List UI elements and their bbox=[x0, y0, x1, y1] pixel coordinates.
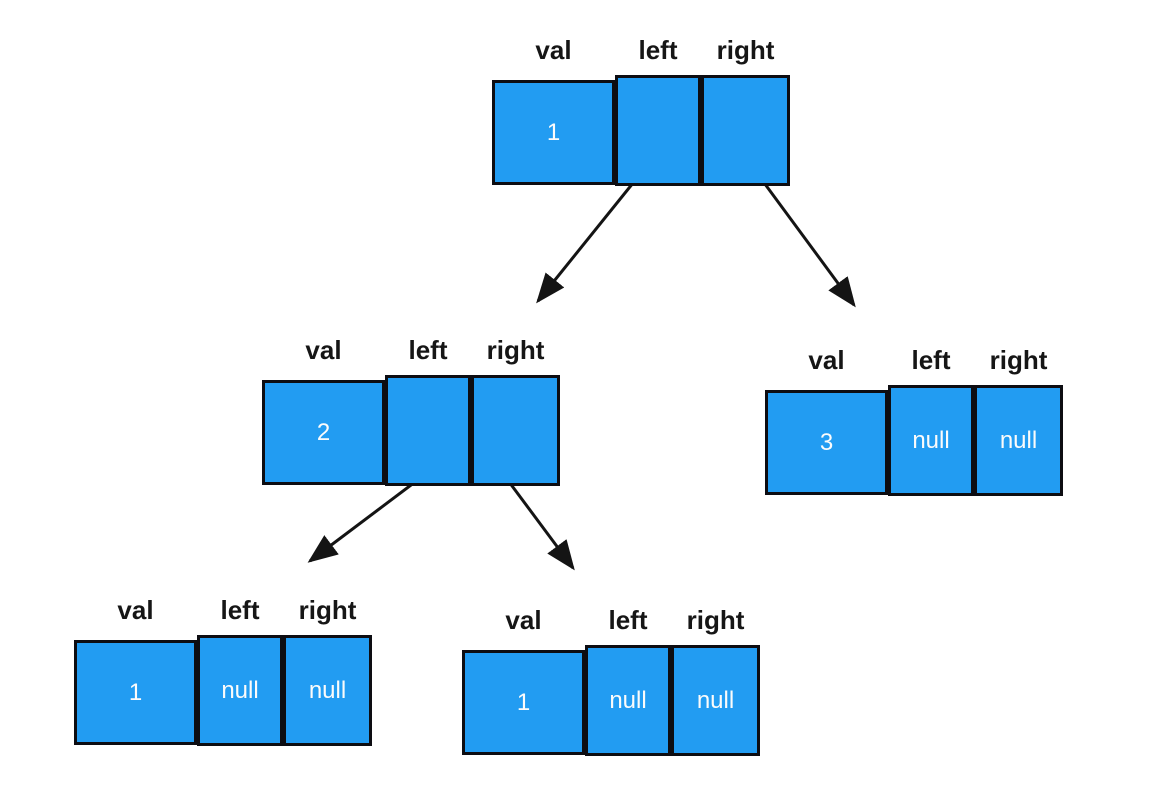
arrow-left-child-left bbox=[307, 471, 428, 563]
left-label: left bbox=[608, 605, 648, 635]
left-cell bbox=[385, 375, 471, 486]
left-cell: null bbox=[585, 645, 671, 756]
tree-node-leaf-a: val left right 1 null null bbox=[74, 596, 372, 746]
val-cell: 1 bbox=[492, 80, 615, 185]
right-cell bbox=[701, 75, 790, 186]
val-label: val bbox=[305, 335, 342, 365]
right-cell bbox=[471, 375, 560, 486]
field-labels-row: val left right bbox=[492, 36, 790, 64]
left-cell bbox=[615, 75, 701, 186]
val-cell: 1 bbox=[462, 650, 585, 755]
field-labels-row: val left right bbox=[74, 596, 372, 624]
right-label: right bbox=[716, 35, 775, 65]
val-cell: 3 bbox=[765, 390, 888, 495]
left-label: left bbox=[911, 345, 951, 375]
field-labels-row: val left right bbox=[462, 606, 760, 634]
left-label: left bbox=[408, 335, 448, 365]
left-cell: null bbox=[197, 635, 283, 746]
field-labels-row: val left right bbox=[765, 346, 1063, 374]
record-boxes: 1 null null bbox=[74, 635, 372, 746]
tree-node-leaf-b: val left right 1 null null bbox=[462, 606, 760, 756]
val-label: val bbox=[808, 345, 845, 375]
record-boxes: 3 null null bbox=[765, 385, 1063, 496]
left-cell: null bbox=[888, 385, 974, 496]
left-label: left bbox=[220, 595, 260, 625]
tree-node-root: val left right 1 bbox=[492, 36, 790, 186]
right-cell: null bbox=[671, 645, 760, 756]
right-label: right bbox=[298, 595, 357, 625]
record-boxes: 1 bbox=[492, 75, 790, 186]
right-cell: null bbox=[974, 385, 1063, 496]
right-label: right bbox=[486, 335, 545, 365]
val-label: val bbox=[117, 595, 154, 625]
tree-node-left-child: val left right 2 bbox=[262, 336, 560, 486]
right-label: right bbox=[686, 605, 745, 635]
field-labels-row: val left right bbox=[262, 336, 560, 364]
record-boxes: 1 null null bbox=[462, 645, 760, 756]
val-label: val bbox=[535, 35, 572, 65]
val-label: val bbox=[505, 605, 542, 635]
val-cell: 2 bbox=[262, 380, 385, 485]
right-cell: null bbox=[283, 635, 372, 746]
val-cell: 1 bbox=[74, 640, 197, 745]
left-label: left bbox=[638, 35, 678, 65]
tree-node-right-child: val left right 3 null null bbox=[765, 346, 1063, 496]
record-boxes: 2 bbox=[262, 375, 560, 486]
right-label: right bbox=[989, 345, 1048, 375]
